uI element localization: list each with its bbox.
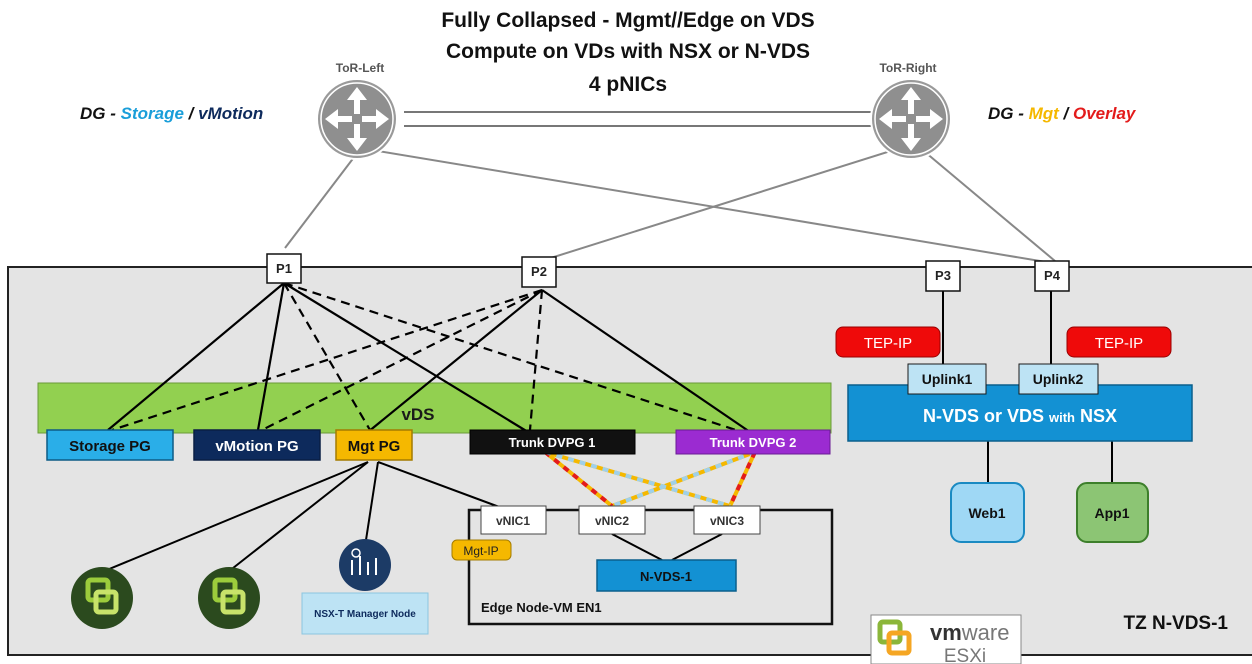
tep-ip-right-badge <box>1066 326 1172 358</box>
pnic-p1-label: P1 <box>276 261 292 276</box>
mgt-ip-label: Mgt-IP <box>463 544 498 558</box>
storage-pg-label: Storage PG <box>69 438 151 455</box>
app1-vm-label: App1 <box>1095 505 1130 521</box>
pnic-p1-box <box>266 253 302 284</box>
mgt-ip-badge <box>451 539 512 561</box>
esxi-logo-vmware: vmware <box>930 620 1009 645</box>
vds-label: vDS <box>401 405 434 424</box>
pnic-to-pg-links <box>107 282 751 433</box>
mgt-pg-label: Mgt PG <box>348 438 401 455</box>
uplink2-box <box>1018 363 1099 395</box>
web1-vm-label: Web1 <box>968 505 1005 521</box>
tor-right-label: ToR-Right <box>879 61 936 75</box>
esxi-logo-esxi: ESXi <box>944 646 986 664</box>
vds-bar <box>37 382 832 434</box>
nsx-manager-box <box>301 592 429 635</box>
trunk-dvpg2-label: Trunk DVPG 2 <box>710 435 797 450</box>
trunk-dvpg1-box <box>469 429 636 455</box>
tor-right-dg-label: DG - Mgt / Overlay <box>988 104 1137 123</box>
tor-left-label: ToR-Left <box>336 61 384 75</box>
router-icon-tor-left <box>316 78 398 160</box>
pnic-p3-label: P3 <box>935 268 951 283</box>
vm-icon-2 <box>198 567 260 629</box>
pnic-p2-label: P2 <box>531 264 547 279</box>
vnic3-box <box>693 505 761 535</box>
pnic-to-pg-standby-links <box>111 281 743 434</box>
edge-nvds-box <box>596 559 737 592</box>
title-line-1: Fully Collapsed - Mgmt//Edge on VDS <box>441 9 814 32</box>
web1-vm-box <box>950 482 1025 543</box>
title-line-3: 4 pNICs <box>589 73 667 96</box>
vnic3-label: vNIC3 <box>710 514 744 528</box>
pnic-p3-box <box>925 260 961 292</box>
app1-vm-box <box>1076 482 1149 543</box>
router-icon-tor-right <box>870 78 952 160</box>
nsx-manager-label: NSX-T Manager Node <box>314 609 416 620</box>
vmware-esxi-logo: vmware ESXi <box>870 614 1022 664</box>
nvds-switch-label: N-VDS or VDS with NSX <box>923 406 1117 426</box>
tor-interconnect <box>404 111 880 127</box>
vnic2-label: vNIC2 <box>595 514 629 528</box>
vnic2-box <box>578 505 646 535</box>
vnic1-box <box>480 505 547 535</box>
uplink1-box <box>907 363 987 395</box>
pnic-p4-box <box>1034 260 1070 292</box>
tor-left-dg-label: DG - Storage / vMotion <box>80 104 263 123</box>
uplink2-label: Uplink2 <box>1033 371 1084 387</box>
edge-node-label: Edge Node-VM EN1 <box>481 600 602 615</box>
vm-icon-1 <box>71 567 133 629</box>
pnic-p4-label: P4 <box>1044 268 1061 283</box>
mgt-pg-links <box>101 461 503 573</box>
storage-pg-box <box>46 429 174 461</box>
edge-nvds-label: N-VDS-1 <box>640 569 692 584</box>
vnic-links <box>611 533 723 561</box>
mgt-pg-box <box>335 429 413 461</box>
edge-node-box <box>467 508 834 626</box>
p3-p4-uplink-lines <box>942 290 1113 484</box>
esxi-host-box <box>7 266 1252 656</box>
vmotion-pg-box <box>193 429 321 461</box>
trunk-dvpg2-box <box>675 429 831 455</box>
vnic1-label: vNIC1 <box>496 514 530 528</box>
tep-ip-left-badge <box>835 326 941 358</box>
uplink1-label: Uplink1 <box>922 371 973 387</box>
tz-label: TZ N-VDS-1 <box>1124 613 1229 634</box>
trunk-dvpg1-label: Trunk DVPG 1 <box>509 435 596 450</box>
title-line-2: Compute on VDs with NSX or N-VDS <box>446 40 810 63</box>
trunk-to-vnic-links <box>543 450 757 508</box>
vmotion-pg-label: vMotion PG <box>215 438 298 455</box>
tep-ip-right-label: TEP-IP <box>1095 335 1143 352</box>
pnic-p2-box <box>521 256 557 288</box>
nsx-manager-icon <box>339 539 391 591</box>
tep-ip-left-label: TEP-IP <box>864 335 912 352</box>
tor-uplinks <box>284 147 1056 264</box>
